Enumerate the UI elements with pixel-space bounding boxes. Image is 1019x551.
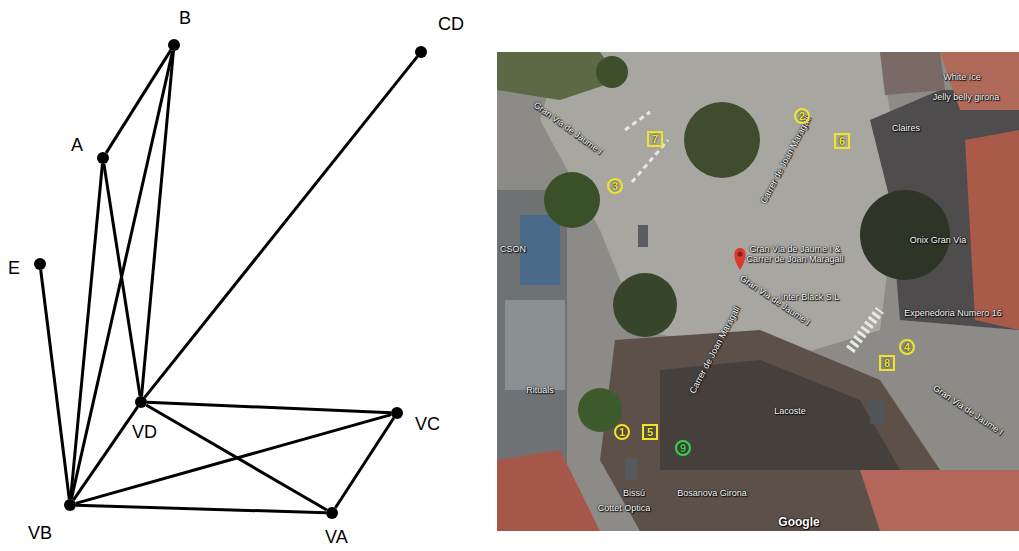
vertex-label: VD <box>131 422 158 443</box>
map-pin <box>734 248 745 270</box>
callout-number: 8 <box>879 355 895 371</box>
street-name: Gran Via de Jaume I <box>532 100 605 157</box>
graph-edge <box>76 415 391 504</box>
graph-edge <box>335 418 393 508</box>
graph-edge <box>76 505 326 513</box>
place-name: CSON <box>500 244 526 254</box>
graph-vertex: B <box>168 39 180 51</box>
place-name: Bosanova Girona <box>677 488 747 498</box>
callout-number: 1 <box>614 424 630 440</box>
vertex-label: A <box>70 135 84 156</box>
graph-edge <box>41 270 70 499</box>
vertex-label: CD <box>437 14 465 35</box>
place-name: Onix Gran Via <box>910 235 966 245</box>
graph-edge <box>147 402 391 412</box>
graph-vertex: VD <box>135 396 147 408</box>
place-name: Bissú <box>623 488 645 498</box>
place-name: Cottet Optica <box>598 503 651 513</box>
place-name: Jelly belly girona <box>933 92 1000 102</box>
place-name: Inter Black S.L <box>781 292 840 302</box>
graph-edge <box>71 164 103 499</box>
vertex-label: VB <box>27 523 53 544</box>
callout-number: 9 <box>675 440 691 456</box>
street-name: Gran Via de Jaume I <box>931 383 1005 437</box>
graph-vertex: VB <box>64 499 76 511</box>
street-name: Carrer de Joan Maragall <box>688 305 742 395</box>
map-logo: Google <box>778 516 819 529</box>
graph-vertex: CD <box>415 46 427 58</box>
graph-edge <box>71 51 172 499</box>
vertex-label: E <box>7 258 21 279</box>
callout-number: 4 <box>899 339 915 355</box>
vertex-label: VC <box>414 414 441 435</box>
graph-vertex: A <box>97 152 109 164</box>
callout-number: 3 <box>607 178 623 194</box>
place-name: White Ice <box>943 72 981 82</box>
callout-number: 6 <box>834 133 850 149</box>
graph-edge <box>104 164 140 396</box>
callout-number: 5 <box>642 424 658 440</box>
graph-vertex: VC <box>391 407 403 419</box>
vertex-label: B <box>178 8 192 29</box>
callout-number: 2 <box>794 108 810 124</box>
vertex-label: VA <box>324 527 349 548</box>
callout-number: 7 <box>647 131 663 147</box>
place-name: Gran Via de Jaume I & Carrer de Joan Mar… <box>736 244 854 264</box>
graph-vertex: VA <box>326 507 338 519</box>
graph-vertex: E <box>34 258 46 270</box>
street-name: Carrer de Joan Maragall <box>759 115 813 205</box>
place-name: Expenedoria Numero 16 <box>904 308 1002 318</box>
graph-edge <box>142 51 174 396</box>
place-name: Claires <box>892 123 920 133</box>
graph-edge <box>73 407 137 500</box>
graph-edge <box>145 57 418 398</box>
place-name: Lacoste <box>774 406 806 416</box>
place-name: Rituals <box>526 385 554 395</box>
